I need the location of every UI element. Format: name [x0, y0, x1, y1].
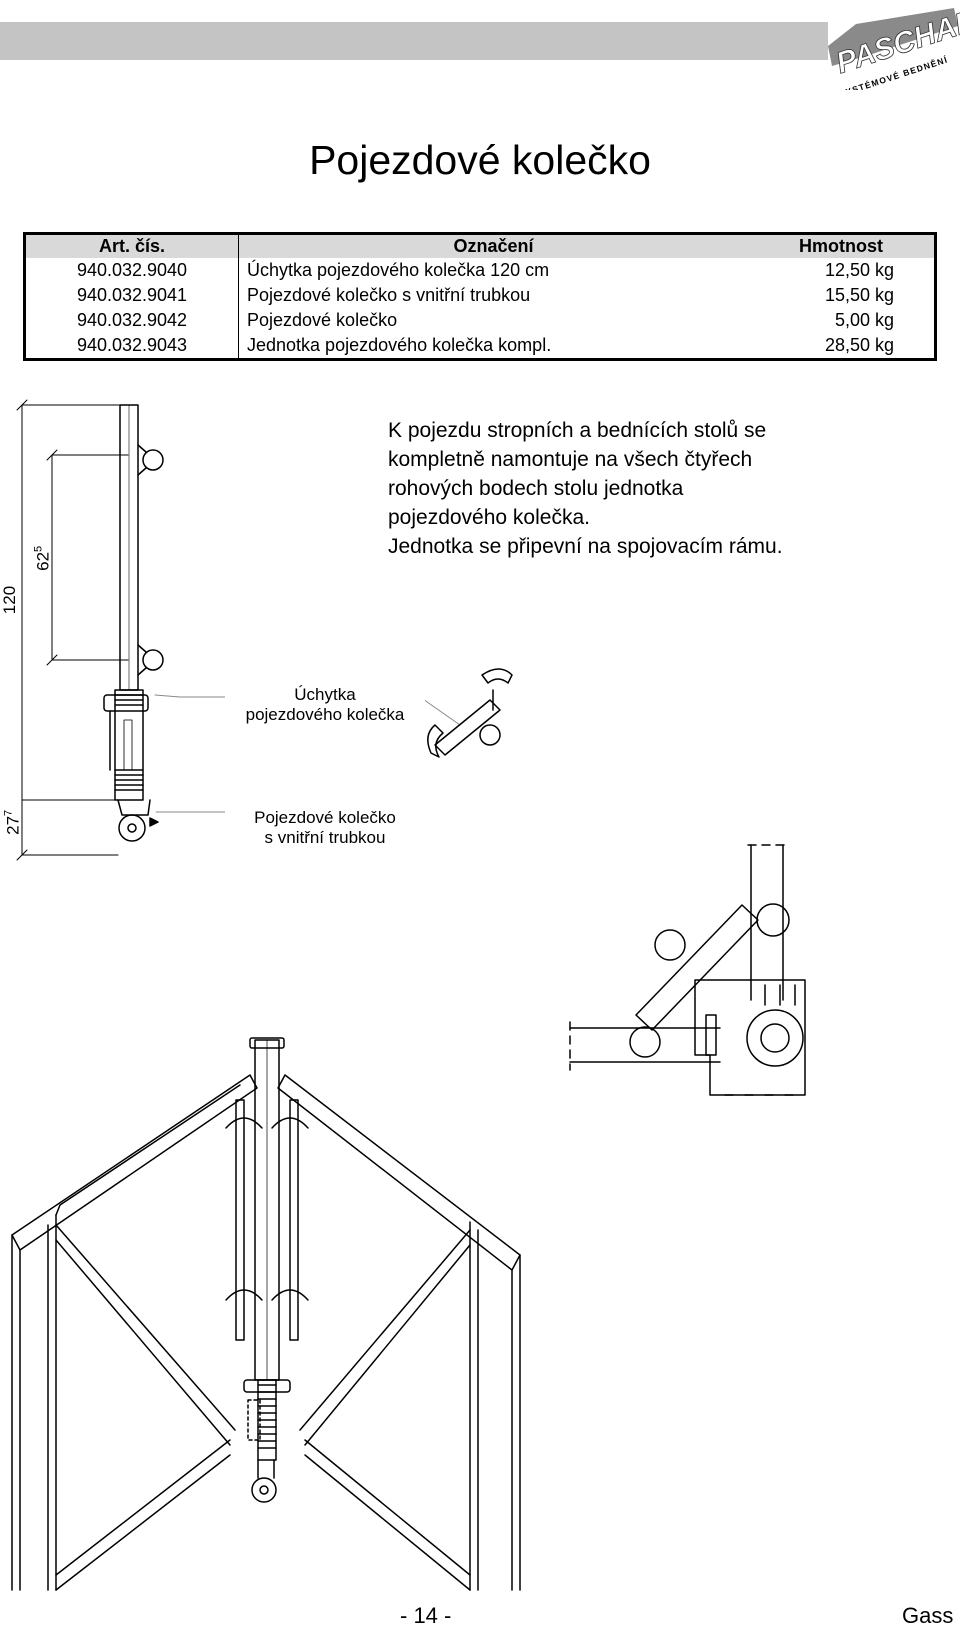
label-wheel: Pojezdové kolečko s vnitřní trubkou	[225, 808, 425, 848]
description-line: pojezdového kolečka.	[388, 506, 590, 529]
bracket-detail	[427, 668, 513, 758]
dimension-label-total: 120	[0, 585, 19, 615]
description-line: kompletně namontuje na všech čtyřech	[388, 448, 753, 471]
table-row: 940.032.9042 Pojezdové kolečko 5,00 kg	[24, 308, 936, 333]
cell-weight: 12,50 kg	[824, 260, 894, 280]
cell-art: 940.032.9041	[24, 283, 239, 308]
table-row: 940.032.9040 Úchytka pojezdového kolečka…	[24, 258, 936, 283]
dimension-wheel-main: 27	[3, 815, 23, 835]
label-wheel-line: Pojezdové kolečko	[254, 808, 396, 827]
dimension-mid-main: 62	[33, 551, 53, 571]
cell-weight: 15,50 kg	[824, 285, 894, 305]
description-line: K pojezdu stropních a bednících stolů se	[388, 419, 767, 442]
article-table: Art. čís. Označení Hmotnost 940.032.9040…	[23, 232, 937, 361]
description-line: rohových bodech stolu jednotka	[388, 477, 684, 500]
cell-name: Jednotka pojezdového kolečka kompl.	[247, 335, 552, 355]
dimension-label-mid: 625	[33, 540, 54, 576]
bracket-post	[103, 404, 164, 842]
dimension-lines	[16, 399, 129, 861]
dimension-mid-sup: 5	[32, 545, 45, 552]
paschal-logo: PASCHAL SYSTÉMOVÉ BEDNĚNÍ	[826, 6, 960, 90]
cell-name: Úchytka pojezdového kolečka 120 cm	[247, 260, 550, 280]
col-header-weight: Hmotnost	[748, 233, 936, 258]
table-header-row: Art. čís. Označení Hmotnost	[24, 233, 936, 258]
table-frame-assembly	[11, 1037, 521, 1591]
dimension-label-wheel: 277	[3, 804, 24, 840]
cell-art: 940.032.9040	[24, 258, 239, 283]
cell-weight: 5,00 kg	[834, 310, 894, 330]
label-wheel-line: s vnitřní trubkou	[264, 828, 386, 847]
description-text: K pojezdu stropních a bednících stolů se…	[388, 416, 908, 561]
cell-name: Pojezdové kolečko	[247, 310, 398, 330]
logo-graphic: PASCHAL SYSTÉMOVÉ BEDNĚNÍ	[828, 6, 960, 90]
label-bracket: Úchytka pojezdového kolečka	[225, 685, 425, 725]
cell-weight: 28,50 kg	[824, 335, 894, 355]
page-title: Pojezdové kolečko	[309, 137, 651, 183]
col-header-name: Označení	[238, 233, 748, 258]
col-header-art: Art. čís.	[24, 233, 239, 258]
page-number: - 14 -	[400, 1603, 452, 1628]
corner-plan-view	[569, 844, 806, 1096]
footer-brand: Gass	[902, 1603, 954, 1628]
cell-art: 940.032.9042	[24, 308, 239, 333]
description-line: Jednotka se připevní na spojovacím rámu.	[388, 535, 783, 558]
header-bar	[0, 22, 828, 60]
cell-art: 940.032.9043	[24, 333, 239, 360]
label-bracket-line: pojezdového kolečka	[245, 705, 405, 724]
label-bracket-line: Úchytka	[294, 685, 356, 704]
table-row: 940.032.9041 Pojezdové kolečko s vnitřní…	[24, 283, 936, 308]
dimension-wheel-sup: 7	[2, 809, 15, 816]
cell-name: Pojezdové kolečko s vnitřní trubkou	[247, 285, 531, 305]
table-row: 940.032.9043 Jednotka pojezdového kolečk…	[24, 333, 936, 360]
